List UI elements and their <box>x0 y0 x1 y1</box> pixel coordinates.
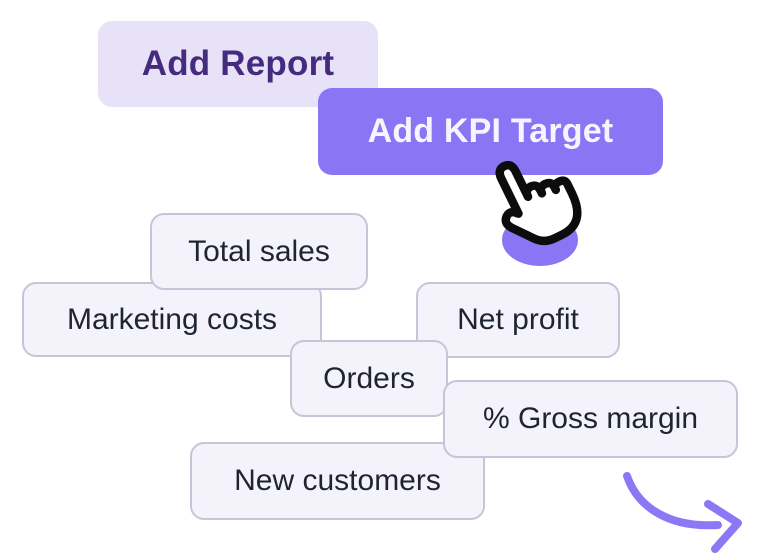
kpi-chip-label: % Gross margin <box>482 402 699 435</box>
kpi-chip-label: New customers <box>234 464 441 497</box>
kpi-chip-marketing-costs[interactable]: Marketing costs <box>22 282 322 357</box>
kpi-chip-label: Marketing costs <box>66 302 278 336</box>
kpi-chip-new-customers[interactable]: New customers <box>190 442 485 520</box>
kpi-chip-total-sales[interactable]: Total sales <box>150 213 368 290</box>
kpi-chip-gross-margin[interactable]: % Gross margin <box>443 380 738 458</box>
add-report-button[interactable]: Add Report <box>98 21 378 107</box>
kpi-chip-label: Net profit <box>457 303 579 336</box>
click-ripple <box>502 214 578 266</box>
kpi-chip-net-profit[interactable]: Net profit <box>416 282 620 358</box>
add-kpi-target-button[interactable]: Add KPI Target <box>318 88 663 175</box>
kpi-chip-orders[interactable]: Orders <box>290 340 448 417</box>
kpi-chip-label: Orders <box>323 361 415 395</box>
curved-arrow-icon <box>612 462 752 558</box>
kpi-chip-label: Total sales <box>188 234 330 268</box>
